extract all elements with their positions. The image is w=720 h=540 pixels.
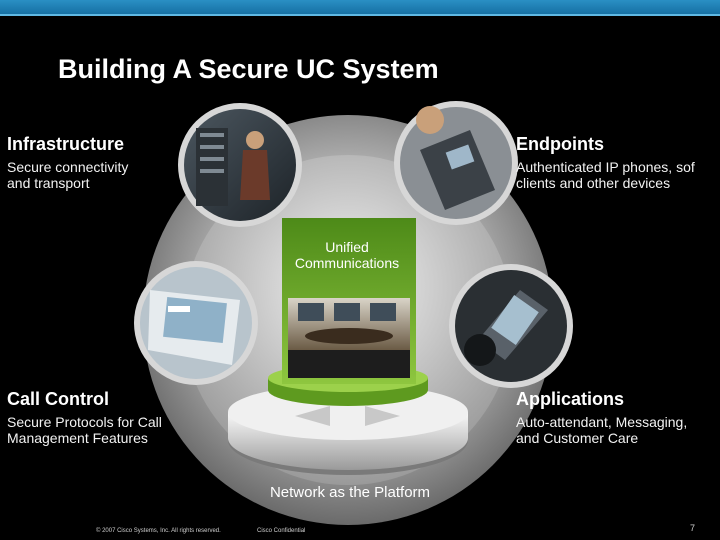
infrastructure-description: Secure connectivity and transport bbox=[7, 159, 129, 191]
infrastructure-photo bbox=[178, 103, 302, 227]
applications-photo bbox=[449, 264, 573, 388]
call-control-description: Secure Protocols for Call Management Fea… bbox=[7, 414, 162, 446]
footer-confidential: Cisco Confidential bbox=[257, 528, 306, 534]
footer-copyright: © 2007 Cisco Systems, Inc. All rights re… bbox=[96, 528, 221, 534]
call-control-photo bbox=[134, 261, 258, 385]
endpoints-heading: Endpoints bbox=[516, 134, 604, 154]
unified-communications-label: Unified Communications bbox=[294, 239, 400, 271]
endpoints-description: Authenticated IP phones, sof clients and… bbox=[516, 159, 695, 191]
applications-description: Auto-attendant, Messaging, and Customer … bbox=[516, 414, 688, 446]
top-accent-bar bbox=[0, 0, 720, 14]
slide-title: Building A Secure UC System bbox=[58, 54, 439, 84]
base-arrows bbox=[295, 406, 400, 426]
endpoints-photo bbox=[394, 101, 518, 225]
page-number: 7 bbox=[690, 523, 696, 533]
applications-heading: Applications bbox=[516, 389, 625, 409]
top-accent-line bbox=[0, 14, 720, 16]
network-platform-label: Network as the Platform bbox=[269, 484, 431, 501]
infrastructure-heading: Infrastructure bbox=[7, 134, 125, 154]
call-control-heading: Call Control bbox=[7, 389, 109, 409]
